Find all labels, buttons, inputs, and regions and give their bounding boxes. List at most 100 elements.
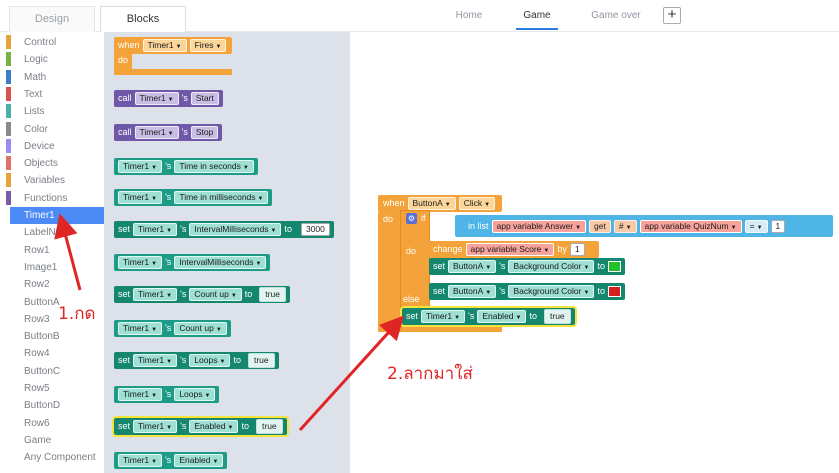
category-variables[interactable]: Variables xyxy=(6,172,104,189)
category-game[interactable]: Game xyxy=(6,432,104,449)
category-label: LabelNum xyxy=(24,227,70,239)
when-timer-fires-block[interactable]: when Timer1▼ Fires▼ do xyxy=(114,37,232,75)
category-label: Row6 xyxy=(24,417,50,429)
category-label: Image1 xyxy=(24,261,58,273)
when-buttona-click-block[interactable]: when ButtonA▼ Click▼ do xyxy=(378,195,502,332)
category-control[interactable]: Control xyxy=(6,34,104,51)
category-label: Game xyxy=(24,434,52,446)
annotation-step1: 1.กด xyxy=(58,304,96,324)
category-label: Lists xyxy=(24,106,45,118)
if-else-block[interactable]: ⚙ if do else xyxy=(400,210,440,324)
do-label: do xyxy=(118,55,129,65)
category-objects[interactable]: Objects xyxy=(6,155,104,172)
category-row6[interactable]: Row6 xyxy=(6,415,104,432)
category-buttona[interactable]: ButtonA xyxy=(6,294,104,311)
category-color-swatch xyxy=(6,190,11,205)
category-logic[interactable]: Logic xyxy=(6,51,104,68)
set-bg-red-block[interactable]: set ButtonA▼ 's Background Color▼ to xyxy=(429,283,625,300)
category-functions[interactable]: Functions xyxy=(6,190,104,207)
set-interval-block[interactable]: set Timer1▼ 's IntervalMilliseconds▼ to … xyxy=(114,221,334,238)
category-buttonc[interactable]: ButtonC xyxy=(6,363,104,380)
category-color-swatch xyxy=(6,156,11,171)
category-label: ButtonB xyxy=(24,331,60,343)
category-row2[interactable]: Row2 xyxy=(6,276,104,293)
get-enabled-block[interactable]: Timer1▼ 's Enabled▼ xyxy=(114,452,228,469)
category-device[interactable]: Device xyxy=(6,138,104,155)
category-label: Timer1 xyxy=(24,210,55,221)
category-label: Variables xyxy=(24,175,65,187)
category-color-swatch xyxy=(6,35,11,49)
category-label: Math xyxy=(24,71,47,83)
add-screen-button[interactable]: + xyxy=(663,7,681,24)
category-label: ButtonD xyxy=(24,400,61,412)
color-swatch-red[interactable] xyxy=(607,286,621,297)
category-color-swatch xyxy=(6,138,11,153)
set-count-up-block[interactable]: set Timer1▼ 's Count up▼ to true xyxy=(114,286,290,303)
workspace-canvas[interactable]: when ButtonA▼ Click▼ do ⚙ if do else in … xyxy=(350,32,839,473)
category-buttonb[interactable]: ButtonB xyxy=(6,328,104,345)
set-timer-enabled-block[interactable]: set Timer1▼ 's Enabled▼ to true xyxy=(400,306,577,327)
set-bg-green-block[interactable]: set ButtonA▼ 's Background Color▼ to xyxy=(429,258,625,275)
arrow-step2 xyxy=(298,315,405,432)
category-color-swatch xyxy=(6,52,11,67)
category-label: ButtonA xyxy=(24,296,60,308)
get-time-seconds-block[interactable]: Timer1▼ 's Time in seconds▼ xyxy=(114,158,258,175)
category-color-swatch xyxy=(6,104,11,119)
category-color-swatch xyxy=(6,86,11,101)
get-time-ms-block[interactable]: Timer1▼ 's Time in milliseconds▼ xyxy=(114,189,273,206)
set-loops-block[interactable]: set Timer1▼ 's Loops▼ to true xyxy=(114,352,279,369)
screen-tab-game-over[interactable]: Game over xyxy=(591,10,641,21)
category-label: Row2 xyxy=(24,279,50,291)
top-bar: Design Blocks Home Game Game over + xyxy=(0,0,839,32)
category-label: Row4 xyxy=(24,348,50,360)
gear-icon[interactable]: ⚙ xyxy=(406,213,417,224)
category-row5[interactable]: Row5 xyxy=(6,380,104,397)
call-stop-block[interactable]: call Timer1▼ 's Stop xyxy=(114,124,223,141)
category-label: Control xyxy=(24,37,57,48)
tab-blocks[interactable]: Blocks xyxy=(100,6,186,32)
equals-condition-block[interactable]: in list app variable Answer▼ get #▼ app … xyxy=(455,215,833,237)
arrow-step1 xyxy=(54,213,82,291)
category-label: Objects xyxy=(24,158,58,170)
get-loops-block[interactable]: Timer1▼ 's Loops▼ xyxy=(114,386,220,403)
category-label: Text xyxy=(24,88,43,100)
category-lists[interactable]: Lists xyxy=(6,103,104,120)
category-color[interactable]: Color xyxy=(6,121,104,138)
color-swatch-green[interactable] xyxy=(607,261,621,272)
category-row4[interactable]: Row4 xyxy=(6,345,104,362)
change-score-block[interactable]: change app variable Score▼ by 1 xyxy=(429,241,599,258)
set-enabled-block[interactable]: set Timer1▼ 's Enabled▼ to true xyxy=(112,416,289,437)
interval-value[interactable]: 3000 xyxy=(300,223,330,236)
annotation-step2: 2.ลากมาใส่ xyxy=(387,364,473,384)
category-label: Functions xyxy=(24,192,68,204)
screen-tab-home[interactable]: Home xyxy=(455,10,483,21)
screen-tab-game[interactable]: Game xyxy=(516,8,558,30)
category-label: Row5 xyxy=(24,383,50,394)
category-any-component[interactable]: Any Component xyxy=(6,449,104,466)
category-label: Logic xyxy=(24,54,48,66)
category-label: Row3 xyxy=(24,313,50,325)
event-dropdown[interactable]: Fires▼ xyxy=(189,39,227,52)
category-row1[interactable]: Row1 xyxy=(6,242,104,259)
category-text[interactable]: Text xyxy=(6,86,104,103)
category-label: Row1 xyxy=(24,244,50,256)
when-label: when xyxy=(118,40,140,50)
call-start-block[interactable]: call Timer1▼ 's Start xyxy=(114,90,223,107)
get-interval-block[interactable]: Timer1▼ 's IntervalMilliseconds▼ xyxy=(114,254,271,271)
category-math[interactable]: Math xyxy=(6,69,104,86)
get-count-up-block[interactable]: Timer1▼ 's Count up▼ xyxy=(114,320,231,337)
block-flyout: when Timer1▼ Fires▼ do call Timer1▼ 's S… xyxy=(104,32,350,473)
category-row3[interactable]: Row3 xyxy=(6,311,104,328)
category-color-swatch xyxy=(6,121,11,136)
category-label: ButtonC xyxy=(24,365,61,377)
component-dropdown[interactable]: Timer1▼ xyxy=(142,39,187,52)
do-label: do xyxy=(383,214,394,224)
category-label: Any Component xyxy=(24,452,96,464)
category-buttond[interactable]: ButtonD xyxy=(6,397,104,414)
tab-design[interactable]: Design xyxy=(9,6,95,32)
category-labelnum[interactable]: LabelNum xyxy=(6,224,104,241)
category-image1[interactable]: Image1 xyxy=(6,259,104,276)
category-color-swatch xyxy=(6,69,11,84)
